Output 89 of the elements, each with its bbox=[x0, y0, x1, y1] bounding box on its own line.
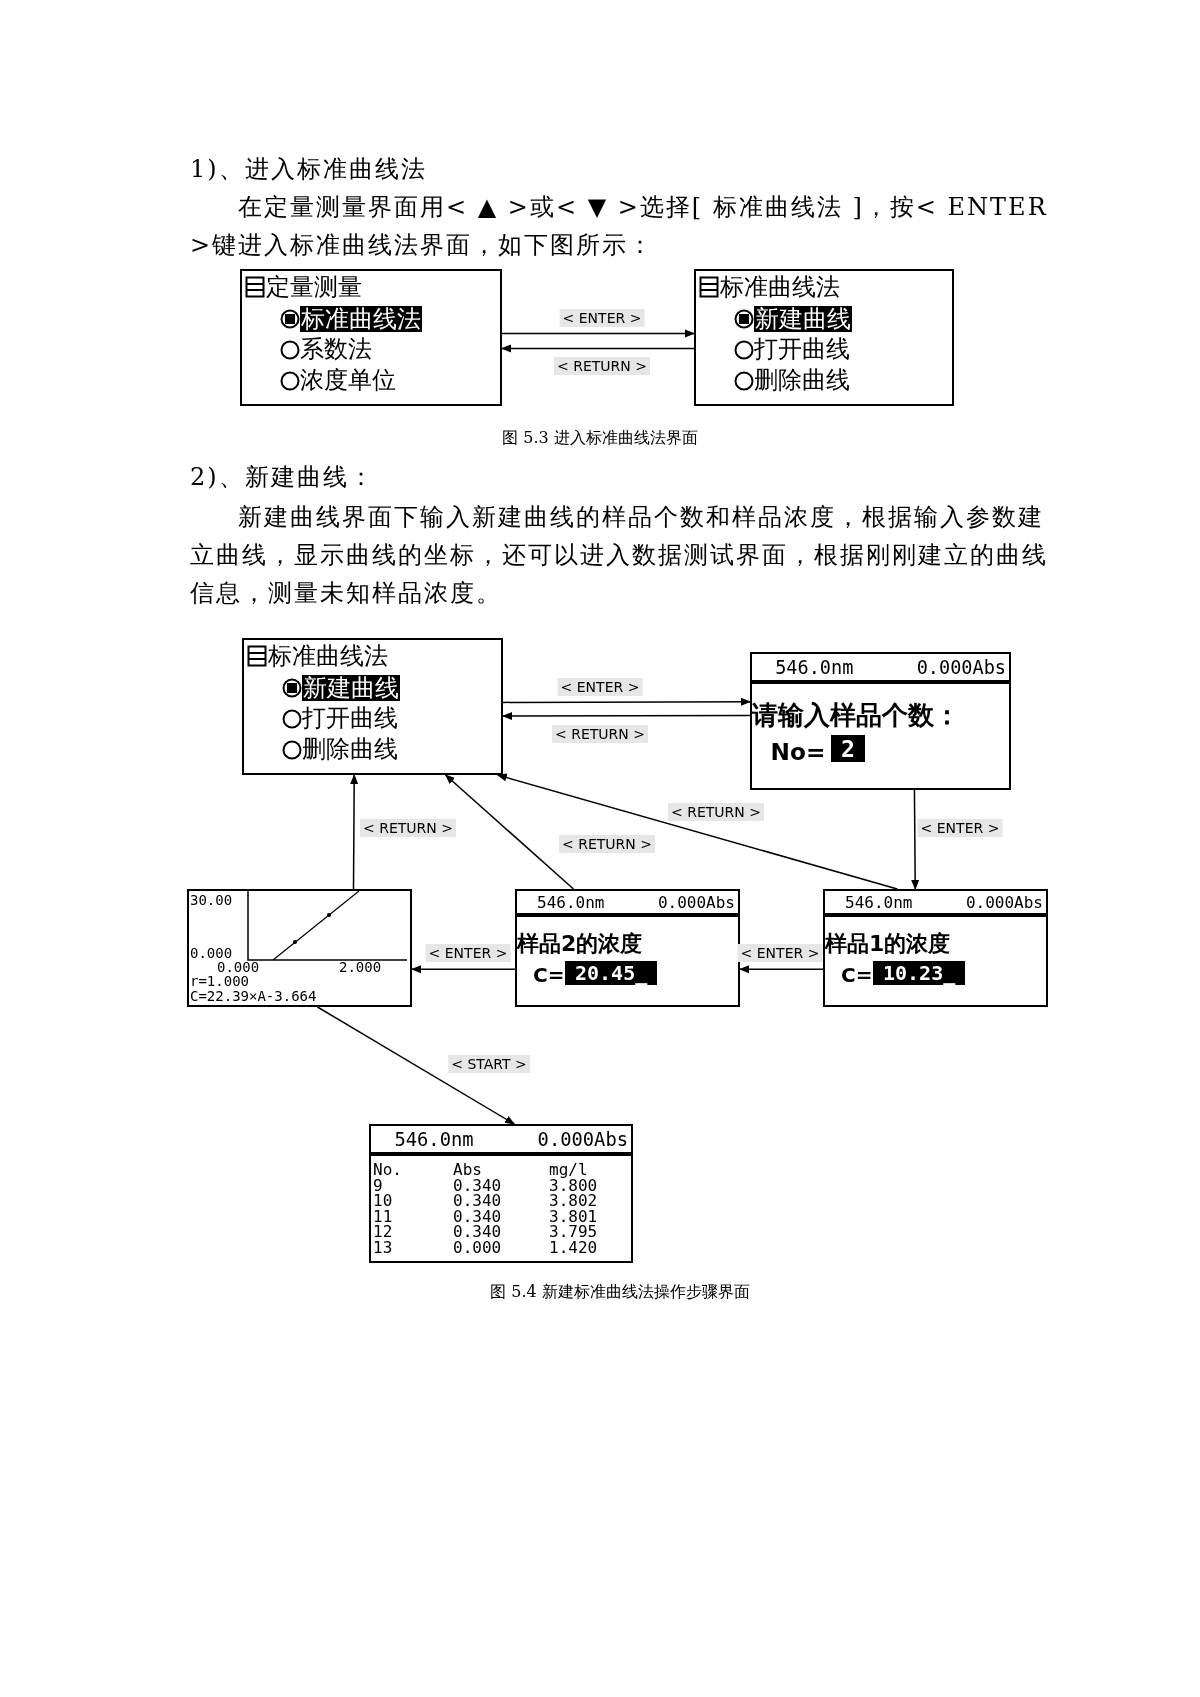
input-value: 10.23_ bbox=[873, 961, 966, 985]
section-heading: 2)、新建曲线： bbox=[190, 462, 376, 493]
table-cell: 9 bbox=[373, 1177, 383, 1193]
status-text: 546.0nm bbox=[845, 895, 913, 911]
lcd-screen bbox=[750, 652, 1011, 790]
arrow bbox=[411, 965, 516, 974]
equation-text: C=22.39×A-3.664 bbox=[190, 989, 317, 1003]
edge-label: < ENTER > bbox=[559, 309, 645, 327]
table-cell: 3.801 bbox=[549, 1208, 598, 1224]
menu-option: 打开曲线 bbox=[754, 337, 850, 361]
arrow bbox=[444, 774, 575, 890]
arrow bbox=[502, 712, 751, 721]
arrow bbox=[501, 329, 695, 338]
table-cell: 0.340 bbox=[453, 1193, 502, 1208]
menu-option: 浓度单位 bbox=[300, 368, 396, 392]
lcd-screen bbox=[369, 1124, 633, 1263]
field-label: C= bbox=[841, 965, 873, 985]
section-heading: 1)、进入标准曲线法 bbox=[190, 154, 428, 185]
figure-caption: 图 5.4 新建标准曲线法操作步骤界面 bbox=[490, 1282, 750, 1303]
paragraph-text: 在定量测量界面用< ▲ >或< ▼ >选择[ 标准曲线法 ]，按< ENTER >键进入标准曲线法界面，如下图所示： bbox=[190, 192, 1049, 261]
selected-menu-option: 标准曲线法 bbox=[300, 306, 422, 332]
menu-title: 定量测量 bbox=[266, 275, 362, 299]
prompt-text: 样品2的浓度 bbox=[517, 933, 643, 955]
table-cell: 0.340 bbox=[453, 1177, 502, 1193]
prompt-text: 样品1的浓度 bbox=[825, 933, 951, 955]
edge-label: < ENTER > bbox=[917, 819, 1003, 837]
axis-tick-label: 0.000 bbox=[217, 960, 260, 974]
edge-label: < RETURN > bbox=[552, 725, 648, 743]
statistic-text: r=1.000 bbox=[190, 974, 249, 988]
prompt-text: 请输入样品个数： bbox=[752, 702, 960, 729]
table-cell: 13 bbox=[373, 1239, 393, 1255]
edge-label: < START > bbox=[448, 1055, 530, 1073]
lcd-screen bbox=[694, 269, 954, 406]
status-text: 0.000Abs bbox=[657, 895, 735, 911]
input-value: 2 bbox=[830, 735, 865, 763]
input-value: 20.45_ bbox=[565, 961, 658, 985]
axis-tick-label: 0.000 bbox=[190, 946, 233, 960]
status-text: 546.0nm bbox=[394, 1130, 474, 1150]
paragraph-text: 新建曲线界面下输入新建曲线的样品个数和样品浓度，根据输入参数建立曲线，显示曲线的坐标，还可以进入数据测试界面，根据刚刚建立的曲线信息，测量未知样品浓度。 bbox=[190, 502, 1049, 609]
arrow bbox=[502, 697, 751, 706]
arrow bbox=[316, 1006, 516, 1125]
edge-label: < RETURN > bbox=[668, 803, 764, 821]
axis-tick-label: 2.000 bbox=[339, 960, 382, 974]
edge-label: < ENTER > bbox=[737, 944, 823, 962]
status-text: 546.0nm bbox=[775, 658, 854, 678]
figure-caption: 图 5.3 进入标准曲线法界面 bbox=[502, 428, 698, 449]
lcd-screen bbox=[515, 889, 740, 1007]
column-header: No. bbox=[373, 1162, 402, 1177]
field-label: No= bbox=[770, 739, 826, 764]
column-header: Abs bbox=[453, 1162, 482, 1177]
edge-label: < ENTER > bbox=[557, 678, 643, 696]
selected-menu-option: 新建曲线 bbox=[302, 675, 400, 701]
status-text: 546.0nm bbox=[537, 895, 605, 911]
table-cell: 0.000 bbox=[453, 1239, 502, 1255]
status-text: 0.000Abs bbox=[916, 658, 1006, 678]
lcd-screen bbox=[823, 889, 1048, 1007]
axis-tick-label: 30.00 bbox=[190, 893, 233, 907]
status-text: 0.000Abs bbox=[965, 895, 1043, 911]
arrow bbox=[911, 789, 920, 890]
arrow bbox=[501, 344, 695, 353]
lcd-screen bbox=[242, 638, 503, 775]
table-cell: 0.340 bbox=[453, 1208, 502, 1224]
menu-option: 删除曲线 bbox=[754, 368, 850, 392]
menu-title: 标准曲线法 bbox=[268, 644, 388, 668]
table-cell: 12 bbox=[373, 1224, 393, 1239]
edge-label: < RETURN > bbox=[360, 819, 456, 837]
table-cell: 3.795 bbox=[549, 1224, 598, 1239]
menu-option: 打开曲线 bbox=[302, 706, 398, 730]
lcd-screen bbox=[240, 269, 502, 406]
lcd-screen bbox=[187, 889, 412, 1007]
table-cell: 10 bbox=[373, 1193, 393, 1208]
selected-menu-option: 新建曲线 bbox=[754, 306, 852, 332]
table-cell: 3.800 bbox=[549, 1177, 598, 1193]
menu-title: 标准曲线法 bbox=[720, 275, 840, 299]
edge-label: < RETURN > bbox=[554, 357, 650, 375]
arrow bbox=[496, 773, 898, 890]
field-label: C= bbox=[533, 965, 565, 985]
status-text: 0.000Abs bbox=[537, 1130, 628, 1150]
table-cell: 3.802 bbox=[549, 1193, 598, 1208]
arrow bbox=[350, 774, 359, 890]
arrow bbox=[739, 965, 824, 974]
column-header: mg/l bbox=[549, 1162, 588, 1177]
table-cell: 1.420 bbox=[549, 1239, 598, 1255]
table-cell: 11 bbox=[373, 1208, 393, 1224]
menu-option: 系数法 bbox=[300, 337, 372, 361]
table-cell: 0.340 bbox=[453, 1224, 502, 1239]
menu-option: 删除曲线 bbox=[302, 737, 398, 761]
edge-label: < ENTER > bbox=[425, 944, 511, 962]
edge-label: < RETURN > bbox=[559, 835, 655, 853]
